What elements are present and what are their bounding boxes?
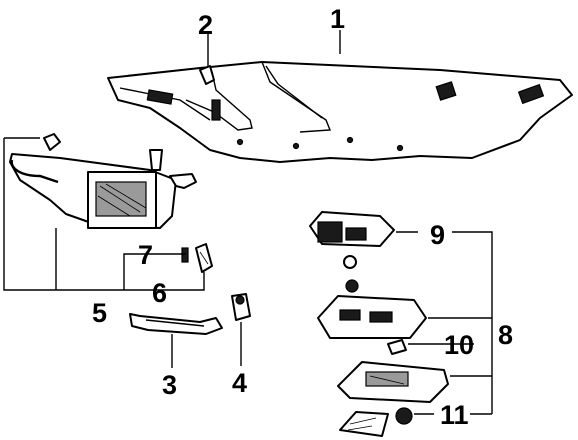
callout-labels: 1 2 3 4 5 6 7 8 9 10 11 xyxy=(92,4,513,430)
callout-6: 6 xyxy=(152,278,167,308)
grab-handle-part xyxy=(129,313,223,335)
callout-10: 10 xyxy=(444,330,474,360)
visor-support-part xyxy=(195,243,213,273)
callout-2: 2 xyxy=(198,10,213,40)
sun-visor-part xyxy=(9,133,197,229)
console-trim-part xyxy=(337,361,449,437)
callout-9: 9 xyxy=(430,220,445,250)
console-assembly-part xyxy=(317,295,427,339)
handle-clip-part xyxy=(231,293,251,321)
callout-8: 8 xyxy=(498,320,513,350)
callout-3: 3 xyxy=(162,370,177,400)
callout-4: 4 xyxy=(232,368,247,398)
headliner-retainer-part xyxy=(199,65,215,85)
console-bulb-part xyxy=(387,339,407,355)
visor-screw-part xyxy=(181,247,189,263)
callout-1: 1 xyxy=(330,4,345,34)
callout-5: 5 xyxy=(92,298,107,328)
callout-7: 7 xyxy=(138,240,153,270)
headliner-part xyxy=(107,61,573,163)
console-lamp-housing-part xyxy=(309,211,395,293)
callout-11: 11 xyxy=(440,400,469,430)
leader-lines xyxy=(3,30,493,415)
